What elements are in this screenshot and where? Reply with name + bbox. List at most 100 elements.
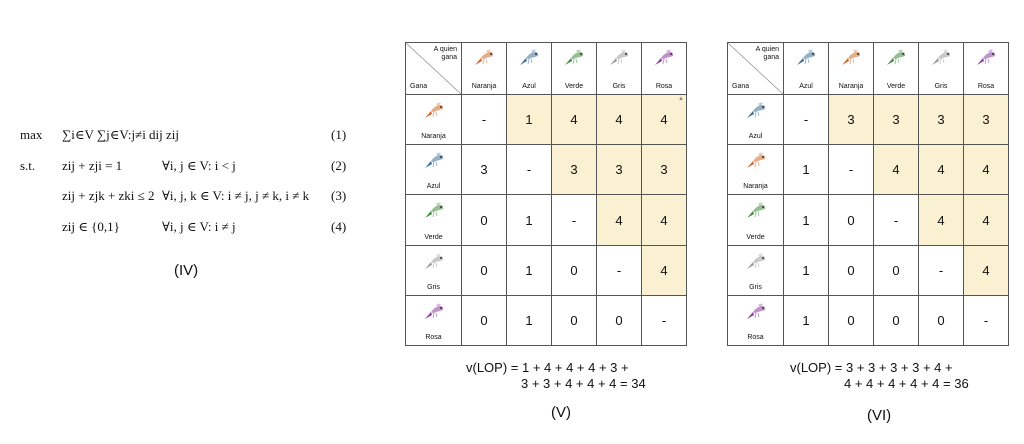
matrix-cell-value: 3	[660, 162, 668, 178]
matrix-cell-value: 3	[570, 162, 578, 178]
row-header-rosa: Rosa	[405, 294, 462, 347]
constraint-3-expression: zij + zjk + zki ≤ 2	[62, 188, 155, 203]
bird-icon	[795, 49, 817, 70]
constraint-2-expression: zij + zji = 1	[62, 158, 123, 173]
row-header-azul: Azul	[405, 144, 462, 196]
constraints-label: s.t.	[20, 158, 36, 173]
equation-number-1: (1)	[331, 127, 347, 142]
column-header-azul: Azul	[506, 41, 552, 96]
matrix-cell-value: 3	[615, 162, 623, 178]
matrix-cell-value: -	[526, 162, 532, 178]
bird-icon	[745, 253, 767, 274]
matrix-cell-value: 0	[570, 262, 578, 278]
matrix-cell: 4	[963, 144, 1009, 196]
column-header-label: Gris	[934, 83, 948, 91]
matrix-cell-value: 0	[615, 312, 623, 328]
column-header-verde: Verde	[873, 41, 919, 96]
row-header-label: Verde	[746, 233, 765, 241]
row-header-label: Gris	[749, 283, 762, 291]
bird-icon	[423, 152, 445, 173]
row-header-naranja: Naranja	[727, 144, 784, 196]
matrix-cell: 4	[918, 194, 964, 246]
matrix-cell-value: -	[848, 162, 854, 178]
constraint-4-expression: zij ∈ {0,1}	[62, 219, 120, 234]
matrix-cell: 1	[783, 144, 829, 196]
matrix-cell: -	[596, 244, 642, 296]
matrix-cell: 4	[596, 194, 642, 246]
constraint-3-quantifier: ∀i, j, k ∈ V: i ≠ j, j ≠ k, i ≠ k	[162, 188, 310, 203]
matrix-cell: -	[641, 294, 687, 347]
bird-icon	[745, 303, 767, 324]
matrix-cell-value: 0	[937, 312, 945, 328]
bird-icon	[745, 152, 767, 173]
matrix-cell: 3	[551, 144, 597, 196]
matrix-cell: 4	[641, 194, 687, 246]
objective-expression: ∑i∈V ∑j∈V:j≠i dij zij	[62, 127, 180, 142]
matrix-cell-value: -	[661, 312, 667, 328]
column-header-label: Naranja	[471, 83, 497, 91]
equation-number-4: (4)	[331, 219, 347, 234]
matrix-cell: 0	[828, 194, 874, 246]
bird-icon	[473, 49, 495, 70]
row-header-label: Gris	[427, 283, 440, 291]
value-line-1-vi: v(LOP) = 3 + 3 + 3 + 3 + 4 +	[790, 360, 953, 375]
matrix-cell: 0	[461, 194, 507, 246]
bird-icon	[423, 303, 445, 324]
matrix-cell: 3	[641, 144, 687, 196]
lop-formulation: max ∑i∈V ∑j∈V:j≠i dij zij (1) s.t. zij +…	[0, 0, 380, 444]
matrix-cell-value: 0	[892, 262, 900, 278]
matrix-cell-value: 3	[847, 112, 855, 128]
matrix-cell: 3	[828, 94, 874, 146]
bird-icon	[423, 202, 445, 223]
equation-number-2: (2)	[331, 158, 347, 173]
matrix-cell-value: 0	[847, 212, 855, 228]
matrix-cell-value: 3	[937, 112, 945, 128]
matrix-cell-value: -	[481, 112, 487, 128]
bird-icon	[423, 253, 445, 274]
bird-icon	[745, 102, 767, 123]
matrix-cell-value: 1	[802, 212, 810, 228]
column-header-label: Naranja	[838, 83, 864, 91]
matrix-cell-value: 4	[660, 112, 668, 128]
corner-marker-icon: ▲	[678, 96, 684, 103]
row-header-verde: Verde	[405, 194, 462, 246]
matrix-cell: 0	[551, 244, 597, 296]
matrix-cell-value: 1	[525, 312, 533, 328]
bird-icon	[840, 49, 862, 70]
matrix-cell: -	[506, 144, 552, 196]
matrix-cell-value: 4	[982, 262, 990, 278]
matrix-cell: -	[828, 144, 874, 196]
matrix-cell-value: 0	[847, 262, 855, 278]
row-header-rosa: Rosa	[727, 294, 784, 347]
column-header-rosa: Rosa	[641, 41, 687, 96]
bird-icon	[975, 49, 997, 70]
row-header-label: Rosa	[747, 334, 764, 341]
matrix-cell: 1	[783, 194, 829, 246]
matrix-cell-value: 0	[892, 312, 900, 328]
equation-number-3: (3)	[331, 188, 347, 203]
value-line-2-vi: 4 + 4 + 4 + 4 + 4 = 36	[844, 376, 969, 391]
matrix-cell-value: 3	[982, 112, 990, 128]
row-header-label: Naranja	[421, 133, 446, 141]
column-header-label: Gris	[612, 83, 626, 91]
matrix-cell-value: -	[893, 212, 899, 228]
column-header-label: Rosa	[977, 83, 995, 91]
corner-beats-label: Gana	[410, 83, 428, 91]
matrix-cell: 4	[873, 144, 919, 196]
column-header-label: Azul	[799, 83, 813, 91]
column-header-rosa: Rosa	[963, 41, 1009, 96]
matrix-cell-value: 1	[802, 262, 810, 278]
column-header-naranja: Naranja	[828, 41, 874, 96]
matrix-cell: 1	[783, 244, 829, 296]
matrix-cell-value: 4	[570, 112, 578, 128]
matrix-cell: 3	[461, 144, 507, 196]
column-header-label: Verde	[564, 83, 584, 91]
matrix-cell: 0	[873, 244, 919, 296]
constraint-4-quantifier: ∀i, j ∈ V: i ≠ j	[162, 219, 236, 234]
matrix-cell-value: 4	[615, 212, 623, 228]
matrix-cell-value: -	[616, 262, 622, 278]
matrix-cell-value: 3	[892, 112, 900, 128]
matrix-cell-value: 4	[615, 112, 623, 128]
